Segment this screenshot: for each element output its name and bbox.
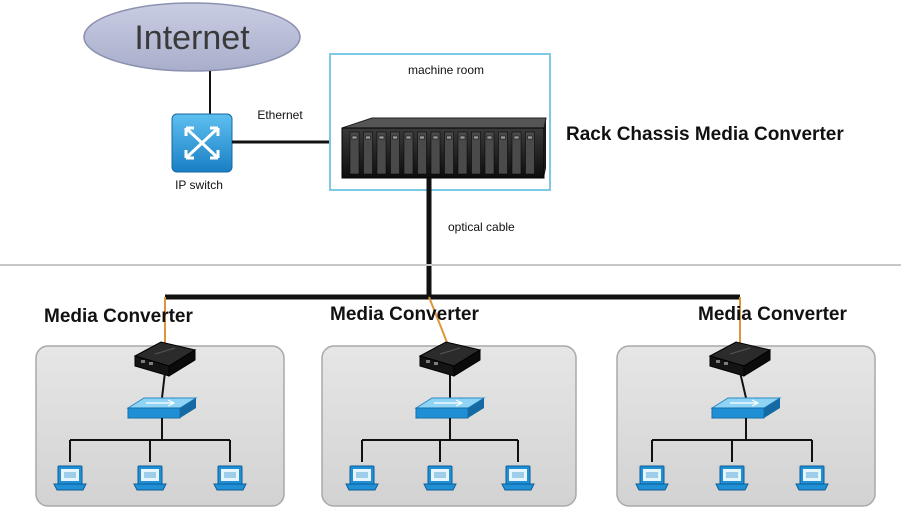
site-2-label: Media Converter [330, 304, 479, 325]
internet-label: Internet [134, 19, 250, 57]
cloud-icon [83, 2, 301, 72]
machine-room-label: machine room [408, 63, 484, 77]
rack-slot [525, 131, 535, 175]
converter-uplink [161, 371, 166, 399]
optical-label: optical cable [448, 220, 515, 234]
rack-slot-led [459, 135, 466, 140]
laptop-icon [715, 465, 749, 491]
rack-chassis-icon [341, 117, 547, 179]
rack-label: Rack Chassis Media Converter [566, 124, 844, 145]
rack-slot-led [351, 135, 358, 140]
laptop-icon [423, 465, 457, 491]
rack-slot [484, 131, 495, 175]
laptop-icon [53, 465, 87, 491]
rack-slot [390, 131, 400, 175]
rack-slot-led [446, 135, 452, 140]
laptop-icon [213, 465, 247, 491]
site-3-label: Media Converter [698, 304, 847, 325]
rack-slot-led [473, 135, 479, 140]
rack-slot-led [432, 135, 439, 140]
rack-slot [363, 131, 373, 175]
rack-slot [444, 131, 454, 175]
laptop-icon [795, 465, 829, 491]
rack-slot-led [500, 135, 506, 140]
rack-slot-led [365, 135, 371, 140]
rack-slot [349, 131, 360, 175]
site-3 [616, 297, 876, 507]
ip-switch-icon [171, 113, 233, 173]
rack-slot-led [527, 135, 533, 140]
converter-uplink [739, 371, 747, 399]
fiber-drop [428, 296, 451, 351]
ethernet-label: Ethernet [257, 108, 303, 122]
laptop-icon [345, 465, 379, 491]
site-1-label: Media Converter [44, 306, 193, 327]
rack-slot [471, 131, 481, 175]
rack-slot-led [513, 135, 520, 140]
rack-slot-led [486, 135, 493, 140]
rack-slot [403, 131, 414, 175]
rack-slot [498, 131, 508, 175]
ip-switch-label: IP switch [175, 178, 223, 192]
rack-slot-led [419, 135, 425, 140]
rack-slot-led [378, 135, 385, 140]
rack-slot-led [405, 135, 412, 140]
rack-slot [457, 131, 468, 175]
rack-slot-led [392, 135, 398, 140]
laptop-icon [133, 465, 167, 491]
site-1 [35, 297, 285, 507]
rack-slot [417, 131, 427, 175]
site-2 [321, 296, 577, 507]
laptop-icon [635, 465, 669, 491]
laptop-icon [501, 465, 535, 491]
rack-slot [376, 131, 387, 175]
rack-slot [430, 131, 441, 175]
rack-slot [511, 131, 522, 175]
